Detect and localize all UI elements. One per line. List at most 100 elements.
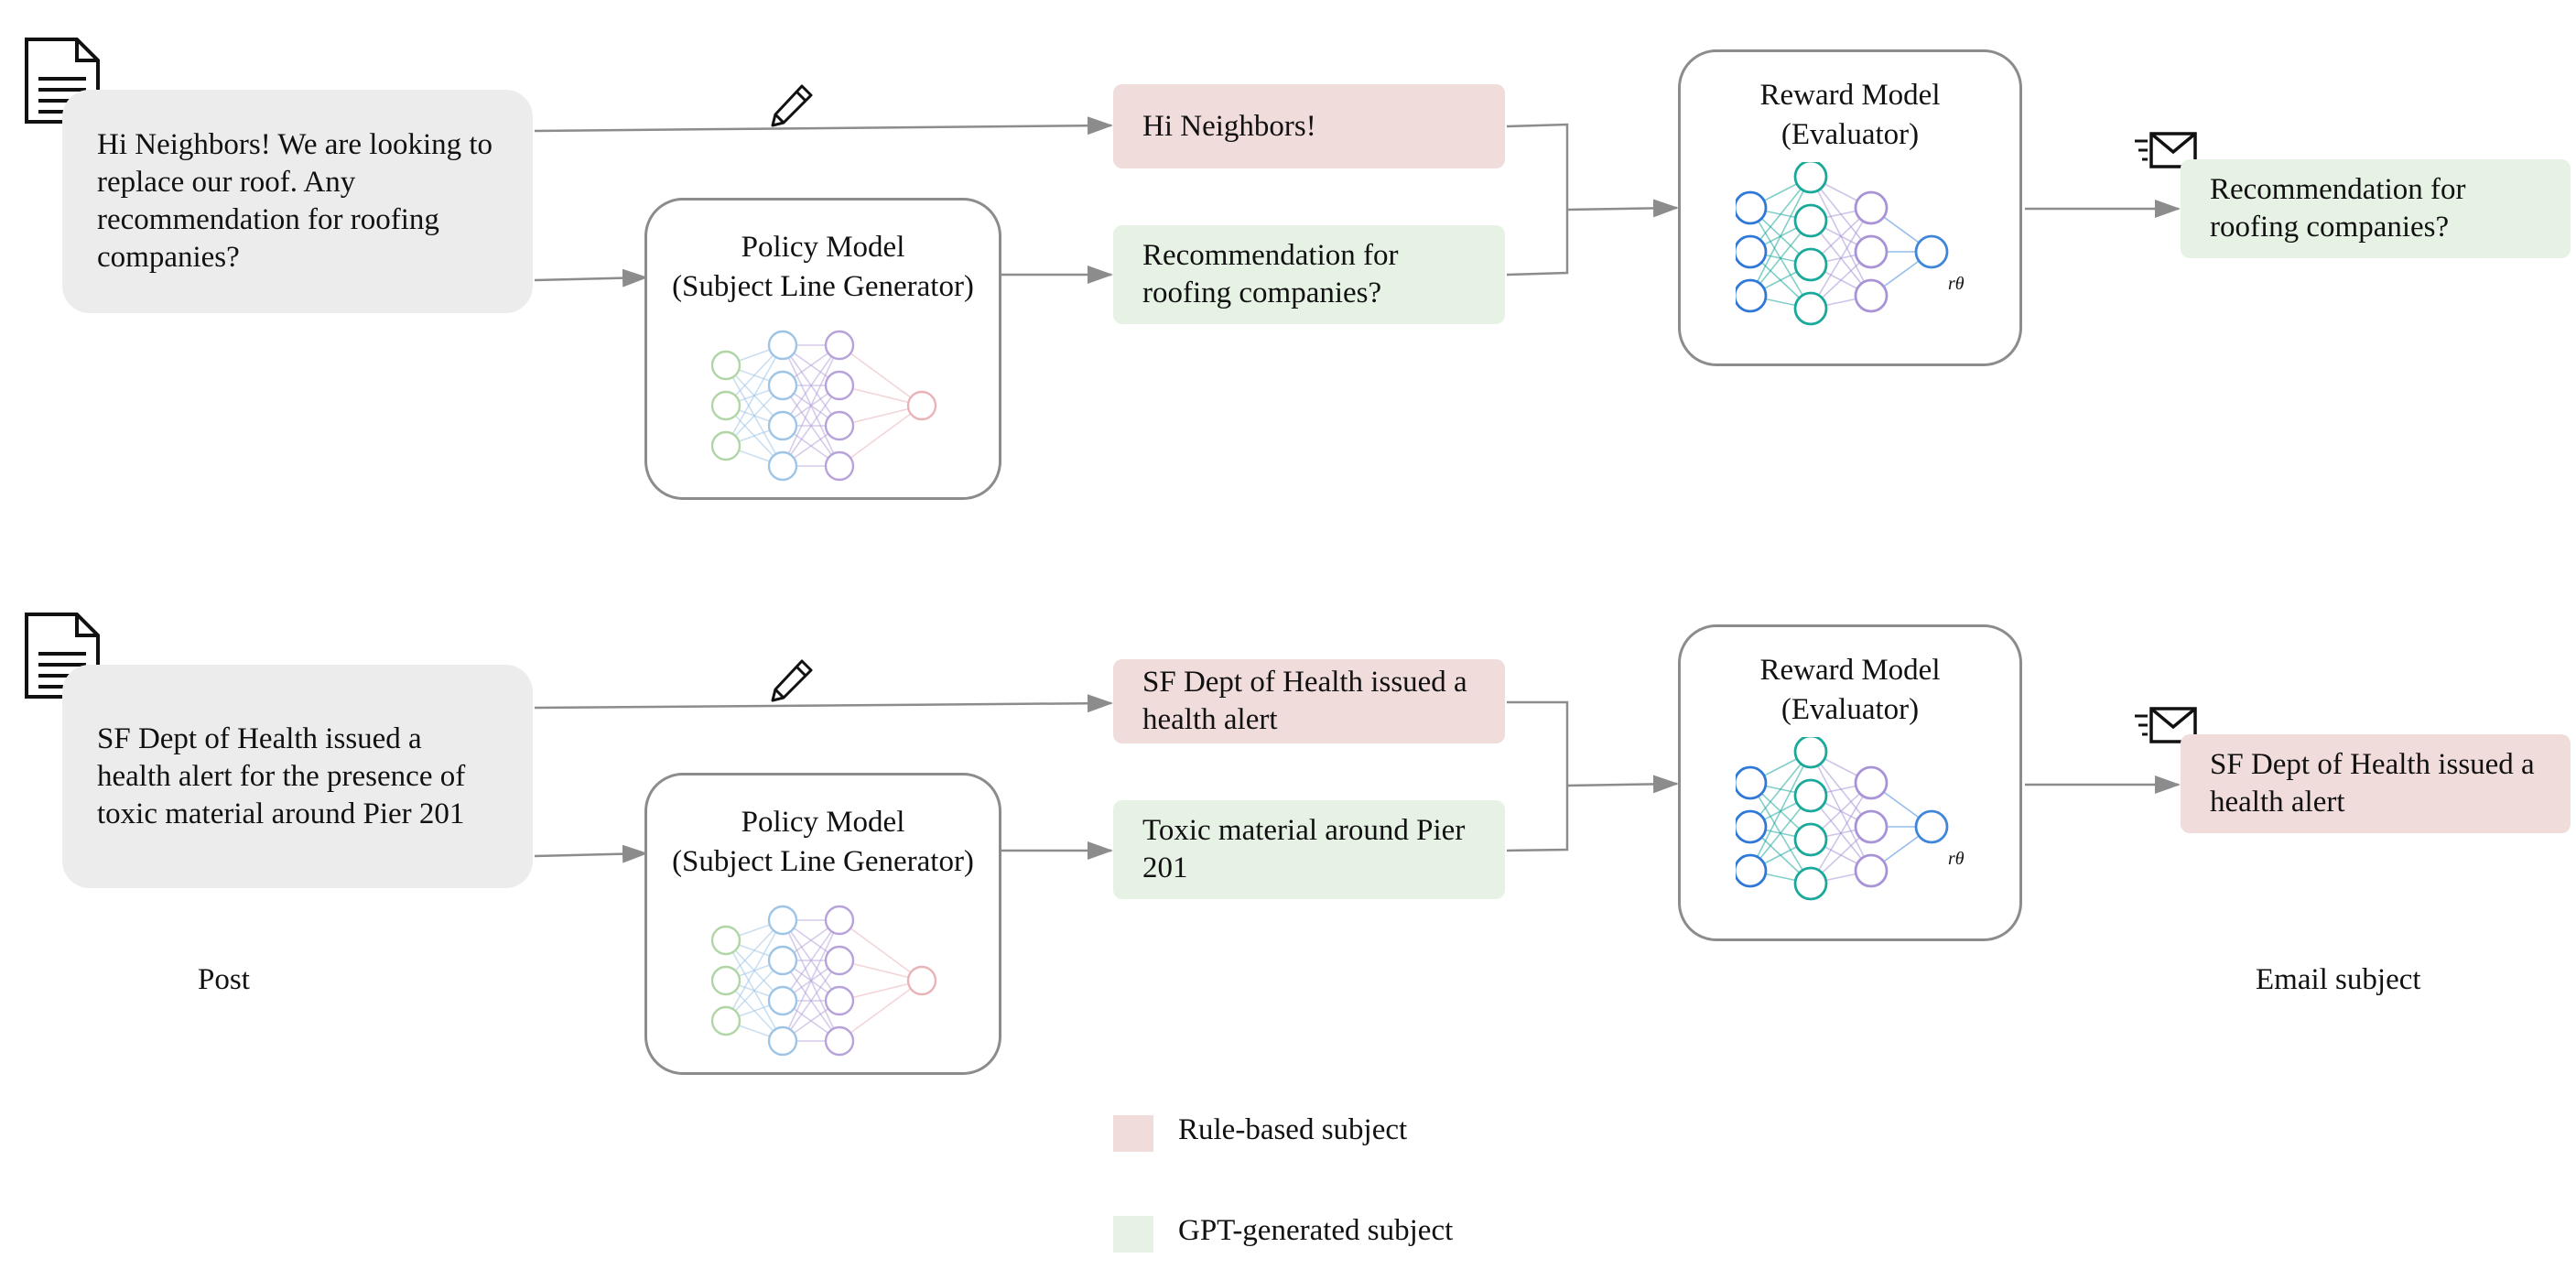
post-text-1: Hi Neighbors! We are looking to replace …: [97, 128, 493, 274]
legend-rule-swatch: [1113, 1115, 1153, 1152]
reward-network-icon: [1736, 737, 1949, 901]
gpt-subject-text-2: Toxic material around Pier 201: [1142, 814, 1466, 884]
email-column-label: Email subject: [2256, 963, 2421, 996]
network-edge: [782, 344, 840, 467]
legend-gpt-label: GPT-generated subject: [1178, 1214, 1454, 1247]
rule-subject-text-2: SF Dept of Health issued a health alert: [1142, 666, 1467, 736]
policy-title-line1: Policy Model: [741, 231, 905, 264]
network-edge: [839, 980, 923, 1042]
policy-title-line2: (Subject Line Generator): [672, 270, 974, 303]
network-edge: [839, 405, 923, 467]
arrow-post-to-rule-1: [534, 116, 1113, 136]
gpt-subject-box-1: Recommendation for roofing companies?: [1113, 225, 1505, 324]
network-node: [711, 350, 741, 381]
post-card-2: SF Dept of Health issued a health alert …: [62, 665, 533, 888]
merge-connector-2: [1506, 700, 1569, 852]
network-edge: [782, 919, 840, 1002]
policy-model-box-1: Policy Model (Subject Line Generator): [644, 198, 1001, 500]
network-node: [1914, 809, 1949, 844]
network-edge: [1810, 782, 1872, 884]
arrow-merge-to-reward-2: [1566, 775, 1679, 794]
network-edge: [725, 919, 784, 1022]
network-node: [767, 410, 798, 441]
network-edge: [839, 344, 923, 407]
network-node: [906, 390, 937, 421]
network-node: [1854, 234, 1889, 269]
network-node: [1854, 765, 1889, 800]
network-node: [1793, 291, 1828, 326]
network-node: [767, 945, 798, 976]
network-node: [767, 905, 798, 936]
network-edge: [1749, 751, 1812, 872]
network-edge: [1810, 207, 1872, 309]
post-card-1: Hi Neighbors! We are looking to replace …: [62, 90, 533, 313]
network-edge: [1749, 176, 1812, 297]
arrow-post-to-rule-2: [534, 694, 1113, 713]
rule-subject-box-2: SF Dept of Health issued a health alert: [1113, 659, 1505, 743]
network-node: [1854, 809, 1889, 844]
rule-subject-text-1: Hi Neighbors!: [1142, 109, 1316, 143]
legend-rule-label: Rule-based subject: [1178, 1113, 1408, 1146]
network-node: [1793, 866, 1828, 901]
pencil-icon: [771, 659, 813, 702]
reward-title-line2: (Evaluator): [1780, 118, 1920, 151]
network-node: [711, 390, 741, 421]
envelope-icon: [2135, 132, 2197, 168]
reward-title-line2: (Evaluator): [1780, 693, 1920, 726]
network-edge: [782, 960, 840, 1042]
gpt-subject-box-2: Toxic material around Pier 201: [1113, 800, 1505, 899]
network-node: [1793, 162, 1828, 194]
network-node: [767, 1025, 798, 1057]
network-edge: [725, 344, 784, 447]
network-node: [824, 1025, 855, 1057]
reward-title-line1: Reward Model: [1759, 79, 1941, 112]
arrow-merge-to-reward-1: [1566, 199, 1679, 218]
email-subject-box-1: Recommendation for roofing companies?: [2181, 159, 2571, 258]
network-node: [711, 430, 741, 461]
policy-model-box-2: Policy Model (Subject Line Generator): [644, 773, 1001, 1075]
network-node: [824, 450, 855, 482]
policy-title-line2: (Subject Line Generator): [672, 845, 974, 878]
arrow-post-to-policy-2: [534, 844, 648, 863]
post-text-2: SF Dept of Health issued a health alert …: [97, 721, 466, 830]
network-node: [824, 985, 855, 1016]
post-column-label: Post: [198, 963, 250, 996]
network-node: [1793, 203, 1828, 238]
network-node: [711, 1005, 741, 1036]
network-node: [1736, 809, 1768, 844]
legend-gpt-swatch: [1113, 1216, 1153, 1253]
network-node: [1793, 778, 1828, 813]
network-node: [711, 925, 741, 956]
network-node: [1854, 278, 1889, 313]
network-node: [711, 965, 741, 996]
policy-title-line1: Policy Model: [741, 806, 905, 839]
network-node: [767, 370, 798, 401]
network-node: [1854, 190, 1889, 225]
network-node: [1793, 822, 1828, 857]
network-node: [1793, 247, 1828, 282]
network-edge: [839, 919, 923, 982]
network-node: [824, 330, 855, 361]
network-node: [1736, 765, 1768, 800]
pencil-icon: [771, 84, 813, 127]
network-node: [1736, 853, 1768, 888]
reward-symbol: rθ: [1948, 274, 1964, 294]
network-node: [1736, 278, 1768, 313]
reward-model-box-1: Reward Model (Evaluator) rθ: [1678, 49, 2022, 366]
network-node: [824, 905, 855, 936]
network-node: [1793, 737, 1828, 769]
rule-subject-box-1: Hi Neighbors!: [1113, 84, 1505, 168]
gpt-subject-text-1: Recommendation for roofing companies?: [1142, 239, 1399, 309]
email-subject-box-2: SF Dept of Health issued a health alert: [2181, 734, 2571, 833]
network-node: [1914, 234, 1949, 269]
reward-symbol: rθ: [1948, 849, 1964, 869]
network-edge: [782, 919, 840, 1042]
network-node: [767, 985, 798, 1016]
arrow-post-to-policy-1: [534, 268, 648, 287]
reward-model-box-2: Reward Model (Evaluator) rθ: [1678, 624, 2022, 941]
network-node: [906, 965, 937, 996]
reward-network-icon: [1736, 162, 1949, 326]
merge-connector-1: [1506, 123, 1569, 277]
network-node: [767, 330, 798, 361]
